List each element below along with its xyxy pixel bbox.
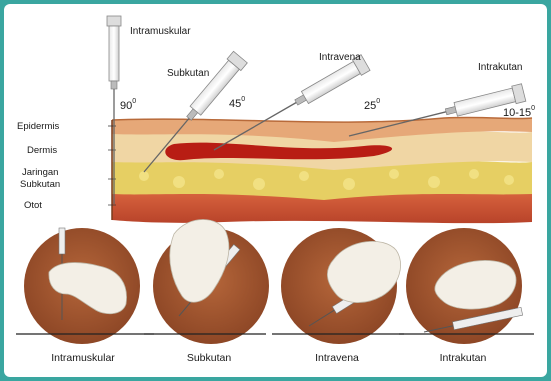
circle-subkutan — [144, 220, 269, 345]
circle-intramuskular — [16, 228, 154, 344]
label-epidermis: Epidermis — [17, 121, 59, 132]
label-dermis: Dermis — [27, 145, 57, 156]
label-top-intrakutan: Intrakutan — [478, 62, 522, 73]
label-bottom-intramuskular: Intramuskular — [28, 352, 138, 364]
diagram-frame: Intramuskular Subkutan Intravena Intraku… — [4, 4, 547, 377]
label-bottom-intrakutan: Intrakutan — [408, 352, 518, 364]
angle-10-15: 10-150 — [503, 107, 535, 119]
skin-cross-section — [112, 117, 532, 223]
angle-45: 450 — [229, 98, 245, 110]
circle-intravena — [272, 228, 404, 344]
label-top-intramuskular: Intramuskular — [130, 26, 191, 37]
label-top-subkutan: Subkutan — [167, 68, 209, 79]
injection-diagram — [4, 4, 547, 377]
label-bottom-subkutan: Subkutan — [154, 352, 264, 364]
angle-25: 250 — [364, 100, 380, 112]
label-jaringan: Jaringan — [22, 167, 58, 178]
label-subkutan-layer: Subkutan — [20, 179, 60, 190]
circle-intrakutan — [399, 228, 534, 344]
label-bottom-intravena: Intravena — [282, 352, 392, 364]
angle-90: 900 — [120, 100, 136, 112]
label-otot: Otot — [24, 200, 42, 211]
label-top-intravena: Intravena — [319, 52, 361, 63]
